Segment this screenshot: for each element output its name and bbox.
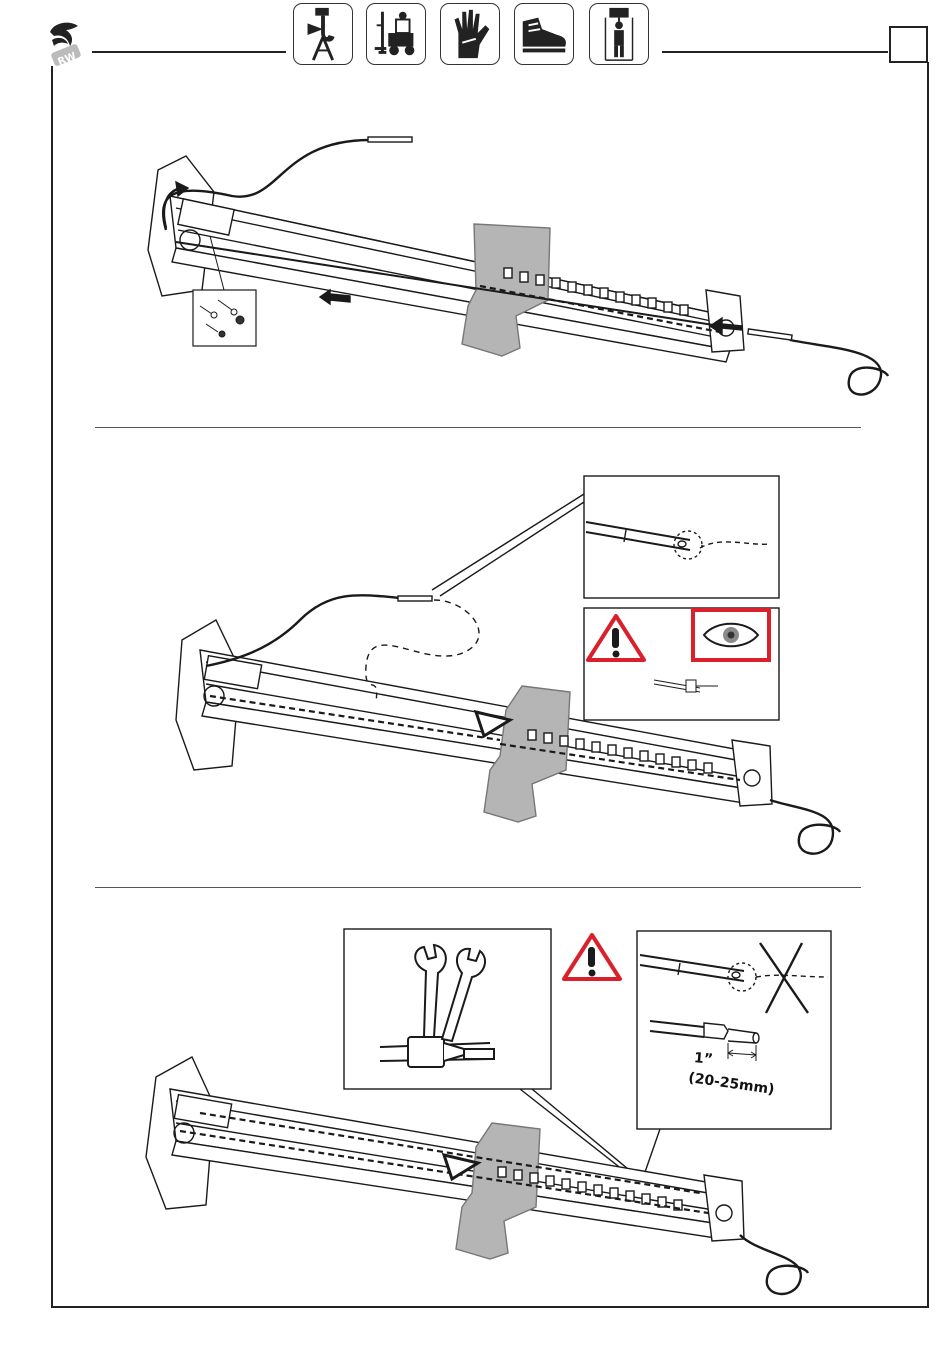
bolt-nut-washer-icon bbox=[193, 290, 256, 346]
step-separator-2 bbox=[95, 887, 861, 888]
eye-inspect-icon bbox=[693, 610, 769, 660]
forklift-icon bbox=[366, 3, 426, 65]
dimension-inches: 1” bbox=[693, 1050, 713, 1068]
step-separator-1 bbox=[95, 427, 861, 428]
page-number-box bbox=[889, 26, 928, 63]
brand-logo: RW bbox=[44, 18, 88, 66]
step-2-illustration bbox=[0, 470, 950, 880]
step-1-illustration bbox=[0, 100, 950, 420]
header-rule-right bbox=[662, 51, 888, 53]
crane-hook-icon bbox=[293, 3, 353, 65]
step-3-illustration bbox=[0, 925, 950, 1305]
page-border-bottom bbox=[51, 1306, 929, 1308]
protective-gloves-icon bbox=[440, 3, 500, 65]
warning-triangle-icon bbox=[564, 935, 620, 979]
lift-weight-person-icon bbox=[589, 3, 649, 65]
header-rule-left bbox=[92, 51, 286, 53]
safety-shoes-icon bbox=[514, 3, 574, 65]
